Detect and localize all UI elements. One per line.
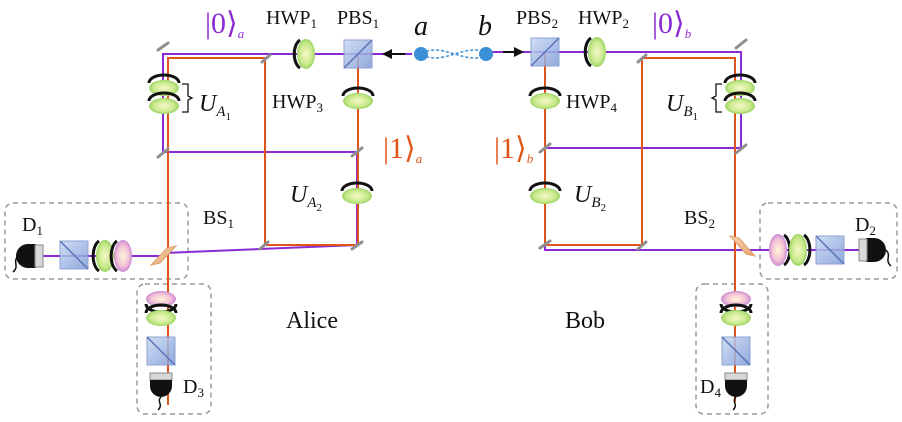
detector-pbs-d3 <box>146 336 176 366</box>
ket-1-b: |1⟩b <box>494 132 534 166</box>
detector-d3-icon <box>149 372 173 411</box>
detector-d2-icon <box>858 238 892 267</box>
label-ua2: UA2 <box>290 182 322 214</box>
d2-waveplates <box>769 233 812 267</box>
entangled-photon-source <box>414 47 493 61</box>
label-d1: D1 <box>22 214 43 238</box>
label-ub1: UB1 <box>666 91 698 123</box>
alice-purple-path <box>162 53 412 254</box>
arrow-to-alice <box>382 49 405 59</box>
detector-box-d2 <box>759 202 898 280</box>
pbs2-cube <box>530 37 560 67</box>
pbs1-cube <box>343 39 373 69</box>
label-pbs2: PBS2 <box>516 7 558 31</box>
ket-0-b: |0⟩b <box>652 7 692 41</box>
detector-pbs-d2 <box>815 235 845 265</box>
label-d4: D4 <box>700 376 721 400</box>
label-hwp2: HWP2 <box>578 7 629 31</box>
bs1-splitter <box>149 245 178 266</box>
label-alice: Alice <box>286 308 338 334</box>
ket-0-a: |0⟩a <box>205 7 245 41</box>
detector-d4-icon <box>724 372 748 411</box>
ua1-bracket <box>182 83 194 113</box>
hwp4-waveplate <box>528 86 562 109</box>
label-ua1: UA1 <box>199 91 231 123</box>
label-hwp3: HWP3 <box>272 91 323 115</box>
hwp1-waveplate <box>292 38 315 70</box>
bob-orange-path <box>544 52 736 402</box>
detector-box-d3 <box>136 283 212 415</box>
label-ub2: UB2 <box>574 182 606 214</box>
label-pbs1: PBS1 <box>337 7 379 31</box>
hwp2-waveplate <box>583 36 606 68</box>
label-d2: D2 <box>855 214 876 238</box>
mirrors <box>156 38 748 251</box>
ket-1-a: |1⟩a <box>383 132 423 166</box>
detector-pbs-d4 <box>721 336 751 366</box>
alice-orange-path <box>167 54 359 405</box>
ub2-waveplate <box>528 181 562 204</box>
detector-box-d1 <box>4 202 189 280</box>
label-b: b <box>478 11 492 42</box>
detector-pbs-d1 <box>59 240 89 270</box>
detector-box-d4 <box>695 283 769 415</box>
label-d3: D3 <box>183 376 204 400</box>
label-bs1: BS1 <box>203 207 234 231</box>
d3-waveplates <box>144 291 178 326</box>
label-bob: Bob <box>565 308 605 334</box>
bs2-splitter <box>728 235 757 257</box>
ua2-waveplate <box>340 181 374 204</box>
d1-waveplates <box>91 239 132 273</box>
ub1-bracket <box>710 83 722 113</box>
label-hwp4: HWP4 <box>566 91 617 115</box>
label-a: a <box>414 11 428 42</box>
ub1-waveplates <box>723 73 757 114</box>
detector-d1-icon <box>12 244 44 273</box>
hwp3-waveplate <box>341 86 375 109</box>
d4-waveplates <box>719 291 753 326</box>
label-hwp1: HWP1 <box>266 7 317 31</box>
ua1-waveplates <box>147 73 181 114</box>
arrow-to-bob <box>503 47 524 57</box>
label-bs2: BS2 <box>684 207 715 231</box>
